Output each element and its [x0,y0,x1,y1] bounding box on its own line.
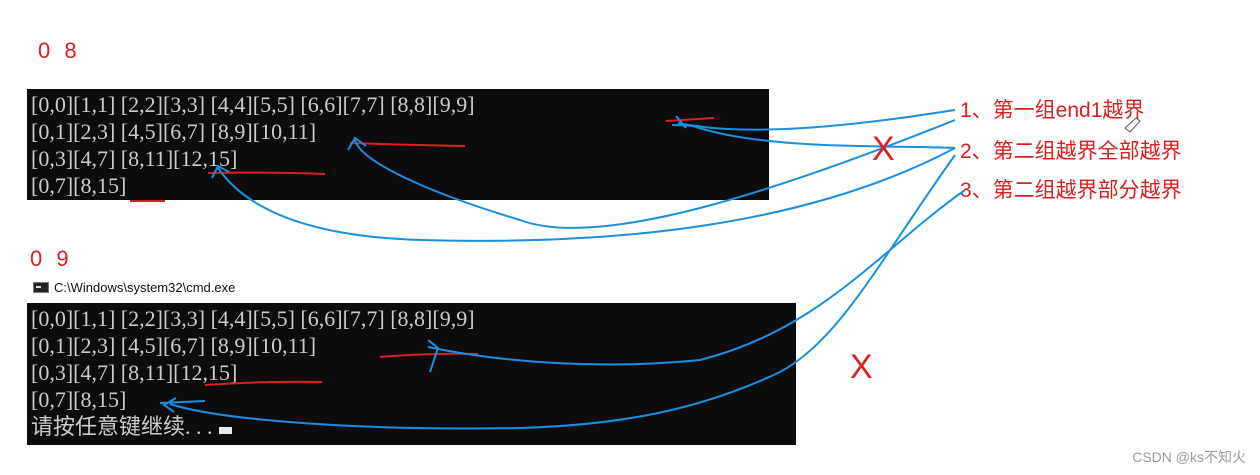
terminal-line: [0,3][4,7] [8,11][12,15] [31,146,238,171]
cross-mark: X [850,348,873,386]
window-title: C:\Windows\system32\cmd.exe [54,279,236,295]
terminal-line: [0,7][8,15] [31,173,127,198]
cross-mark: X [872,130,895,168]
terminal-line: [0,1][2,3] [4,5][6,7] [8,9][10,11] [31,119,317,144]
terminal-output-top: [0,0][1,1] [2,2][3,3] [4,4][5,5] [6,6][7… [27,89,769,200]
cmd-window-titlebar[interactable]: C:\Windows\system32\cmd.exe [33,278,235,296]
watermark: CSDN @ks不知火 [1132,449,1246,465]
text-cursor [218,427,232,434]
terminal-line: [0,0][1,1] [2,2][3,3] [4,4][5,5] [6,6][7… [31,306,475,331]
terminal-prompt-line: 请按任意键继续. . . [31,413,792,440]
note-3: 3、第二组越界部分越界 [960,179,1182,202]
section-label-08: 0 8 [38,38,81,63]
note-1: 1、第一组end1越界 [960,99,1145,122]
terminal-line: [0,3][4,7] [8,11][12,15] [31,360,238,385]
section-label-09: 0 9 [30,246,73,271]
terminal-line: [0,0][1,1] [2,2][3,3] [4,4][5,5] [6,6][7… [31,92,475,117]
terminal-line: [0,1][2,3] [4,5][6,7] [8,9][10,11] [31,333,317,358]
terminal-output-bottom[interactable]: [0,0][1,1] [2,2][3,3] [4,4][5,5] [6,6][7… [27,303,796,445]
terminal-prompt-text: 请按任意键继续. . . [31,414,213,439]
note-2: 2、第二组越界全部越界 [960,140,1182,163]
cmd-window-icon [33,281,49,293]
terminal-line: [0,7][8,15] [31,387,127,412]
